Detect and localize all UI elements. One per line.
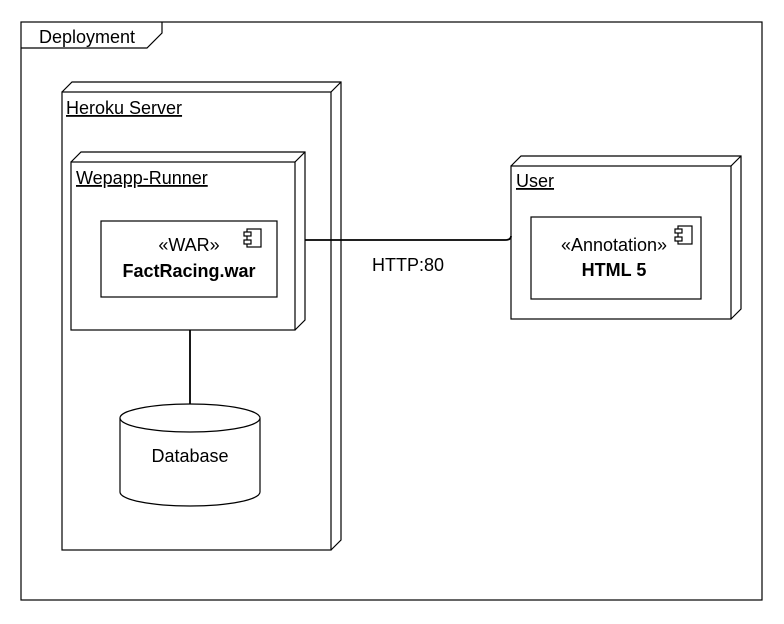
annotation-component[interactable]: «Annotation» HTML 5 [530,216,702,300]
http-connector-line [305,235,512,241]
frame-border [20,21,763,601]
webapp-runner-node-depth-edge [294,151,306,163]
war-component[interactable]: «WAR» FactRacing.war [100,220,278,298]
database-top [119,403,261,433]
annotation-stereotype: «Annotation» [561,235,667,255]
frame-tab [21,22,163,49]
heroku-server-node-depth-edge [330,81,342,93]
heroku-server-title: Heroku Server [66,98,182,118]
war-name: FactRacing.war [122,261,255,281]
frame-title: Deployment [39,27,135,47]
annotation-component-box [530,216,702,300]
database-node[interactable]: Database [119,403,261,507]
war-stereotype: «WAR» [158,235,219,255]
webapp-runner-title: Wepapp-Runner [76,168,208,188]
annotation-name: HTML 5 [582,260,647,280]
war-component-box [100,220,278,298]
user-title: User [516,171,554,191]
user-node-depth-edge [730,155,742,167]
http-connection[interactable]: HTTP:80 [305,235,512,275]
database-label: Database [151,446,228,466]
deployment-frame: Deployment [20,21,763,601]
component-icon [243,228,262,248]
database-body [119,418,261,507]
http-connection-label: HTTP:80 [372,255,444,275]
component-icon [674,225,693,245]
